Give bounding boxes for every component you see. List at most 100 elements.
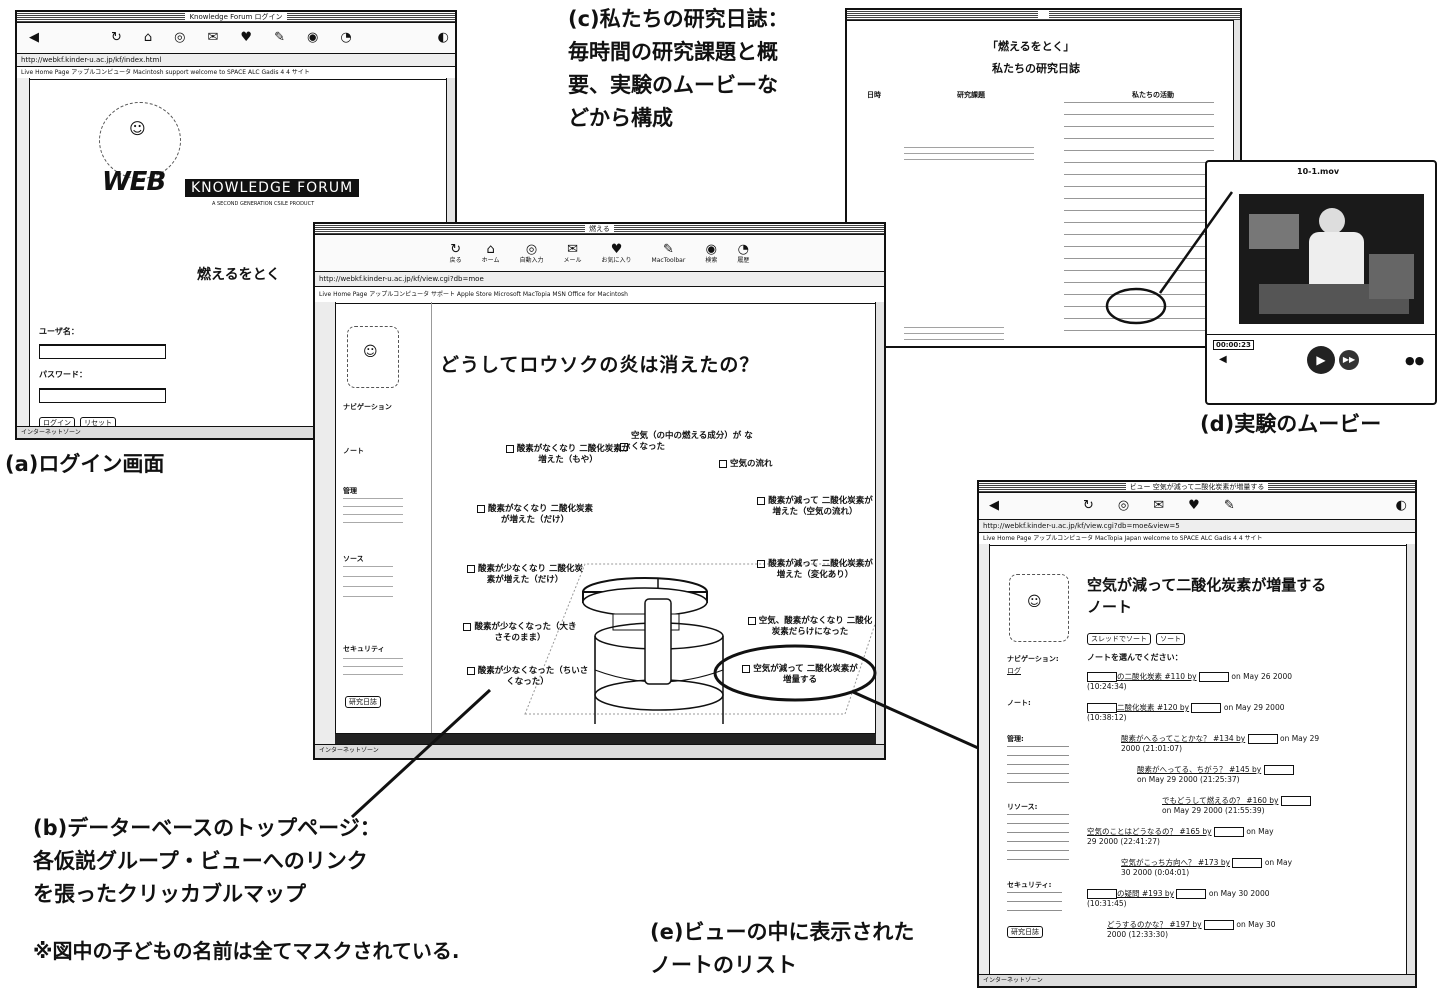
hypothesis-checkbox [620,442,628,451]
notes-manage-links[interactable] [1007,746,1069,790]
notes-links-bar[interactable]: Live Home Page アップルコンピュータ MacTopia Japan… [979,533,1415,546]
note-link[interactable]: でもどうして燃えるの？ #160 by [1162,796,1279,805]
favorites-icon[interactable]: ♥お気に入り [601,241,632,264]
masked-author [1280,796,1311,806]
hypothesis-link-10[interactable]: 空気が減って 二酸化炭素が増量する [740,664,860,686]
notes-nav-value[interactable]: ログ [1007,667,1021,675]
refresh-icon[interactable]: ↻ [1083,498,1094,513]
notes-address-bar[interactable]: http://webkf.kinder-u.ac.jp/kf/view.cgi?… [979,520,1415,533]
toolbar-label: 履歴 [737,256,750,264]
main-titlebar: 燃える [315,224,884,235]
notes-bulb-face-icon: ☺ [1027,594,1042,610]
movie-back-icon[interactable]: ◀ [1219,354,1227,365]
hypothesis-link-6[interactable]: 酸素が減って 二酸化炭素が増えた（変化あり） [755,559,875,581]
hypothesis-link-4[interactable]: 酸素が減って 二酸化炭素が増えた（空気の流れ） [755,496,875,518]
hypothesis-link-7[interactable]: 酸素が少なくなり 二酸化炭素が増えた（だけ） [465,564,585,586]
sidebar-source-links[interactable] [343,566,393,606]
sidebar-security-links[interactable] [343,658,403,676]
hypothesis-link-9[interactable]: 酸素が少なくなった（大きさそのまま） [460,622,580,644]
toolbar-label: MacToolbar [651,256,686,264]
login-address-bar[interactable]: http://webkf.kinder-u.ac.jp/kf/index.htm… [17,54,455,67]
sort-button[interactable]: ソート [1156,633,1186,645]
movie-volume-icon[interactable]: ●● [1405,354,1425,367]
bulb-icon [99,102,181,179]
mail-icon[interactable]: ✉メール [563,241,582,264]
refresh-icon[interactable]: ↻戻る [449,241,462,264]
hypothesis-link-1[interactable]: 空気（の中の燃える成分）が なくなった [620,431,761,453]
favorites-icon[interactable]: ♥ [1188,498,1200,513]
notes-source-links[interactable] [1007,814,1069,862]
main-links-bar[interactable]: Live Home Page アップルコンピュータ サポート Apple Sto… [315,287,884,304]
history-icon[interactable]: ◔ [340,30,352,45]
hypothesis-link-11[interactable]: 酸素が少なくなった（ちいさくなった） [465,666,590,688]
note-date: on May 30 2000 [1208,889,1270,898]
hypothesis-label: 酸素がなくなり 二酸化炭素が増えた（もや） [516,444,631,465]
movie-step-icon[interactable]: ▶▶ [1339,350,1359,370]
note-link[interactable]: 酸素がへるってことかな？ #134 by [1121,734,1246,743]
notes-scrollbar[interactable] [1406,544,1415,975]
search-icon[interactable]: ◉検索 [705,241,718,264]
back-icon[interactable]: ◀ [29,30,39,45]
notes-bulb-icon [1009,574,1069,642]
sidebar-nav-label: ナビゲーション [343,403,392,411]
mail-icon[interactable]: ✉ [207,30,219,45]
note-item[interactable]: 酸素がへってる、ちがう？ #145 by on May 29 2000 (21:… [1087,765,1387,785]
note-link[interactable]: 二酸化炭素 #120 by [1117,703,1190,712]
main-hscroll[interactable] [335,733,876,744]
note-item[interactable]: の二酸化炭素 #110 by on May 26 2000(10:24:34) [1087,672,1387,692]
user-label: ユーザ名： [39,327,79,336]
notes-buttons: スレッドでソート ソート [1087,626,1186,645]
notes-nav-label: ナビゲーション: [1007,655,1059,663]
movie-play-icon[interactable]: ▶ [1307,346,1335,374]
home-icon[interactable]: ⌂ [143,30,153,45]
history-icon[interactable]: ◔履歴 [737,241,750,264]
main-address-bar[interactable]: http://webkf.kinder-u.ac.jp/kf/view.cgi?… [315,272,884,287]
hypothesis-link-8[interactable]: 空気、酸素がなくなり 二酸化炭素だらけになった [745,616,875,638]
toolbar-label: 自動入力 [519,256,544,264]
autofill-icon[interactable]: ◎ [174,30,186,45]
autofill-icon[interactable]: ◎自動入力 [519,241,544,264]
hypothesis-label: 酸素が少なくなった（大きさそのまま） [474,622,577,643]
hypothesis-link-3[interactable]: 空気の流れ [719,459,773,470]
search-icon[interactable]: ◉ [306,30,319,45]
mail-icon[interactable]: ✉ [1153,498,1165,513]
password-input[interactable] [39,388,166,403]
note-item[interactable]: の疑問 #193 by on May 30 2000(10:31:45) [1087,889,1387,909]
favorites-icon[interactable]: ♥ [240,30,253,45]
note-link[interactable]: の二酸化炭素 #110 by [1117,672,1197,681]
hypothesis-label: 空気（の中の燃える成分）が なくなった [631,431,753,452]
note-link[interactable]: どうするのかな？ #197 by [1107,920,1202,929]
note-date: on May 26 2000 [1231,672,1292,681]
notes-security-links[interactable] [1007,892,1062,912]
note-link[interactable]: 空気がこっち方向へ？ #173 by [1121,858,1231,867]
back-icon[interactable]: ◀ [989,498,999,513]
main-scrollbar[interactable] [875,302,884,744]
toolbar-label: お気に入り [601,256,632,264]
clickable-map[interactable] [435,414,875,724]
hypothesis-link-5[interactable]: 酸素がなくなり 二酸化炭素が増えた（だけ） [475,504,595,526]
toolbar-icon[interactable]: ✎ [274,30,285,45]
note-item[interactable]: でもどうして燃えるの？ #160 by on May 29 2000 (21:5… [1087,796,1387,816]
hypothesis-link-2[interactable]: 酸素がなくなり 二酸化炭素が増えた（もや） [503,444,633,466]
login-links-bar[interactable]: Live Home Page アップルコンピュータ Macintosh supp… [17,67,455,80]
home-icon[interactable]: ⌂ホーム [481,241,500,264]
refresh-icon[interactable]: ↻ [111,30,122,45]
toolbar-icon[interactable]: ✎MacToolbar [651,241,686,264]
toolbar-icon[interactable]: ✎ [1223,498,1235,513]
note-link[interactable]: 酸素がへってる、ちがう？ #145 by [1137,765,1262,774]
diary-button[interactable]: 研究日誌 [345,696,381,708]
thread-sort-button[interactable]: スレッドでソート [1087,633,1151,645]
autofill-icon[interactable]: ◎ [1117,498,1130,513]
notes-diary-button[interactable]: 研究日誌 [1007,926,1043,938]
sidebar-manage-links[interactable] [343,498,403,524]
note-link[interactable]: 空気のことはどうなるの？ #165 by [1087,827,1212,836]
movie-controller [1207,334,1435,335]
note-link[interactable]: の疑問 #193 by [1117,889,1175,898]
note-item[interactable]: 二酸化炭素 #120 by on May 29 2000(10:38:12) [1087,703,1387,723]
notes-title-2: ノート [1087,598,1133,616]
user-input[interactable] [39,344,166,359]
